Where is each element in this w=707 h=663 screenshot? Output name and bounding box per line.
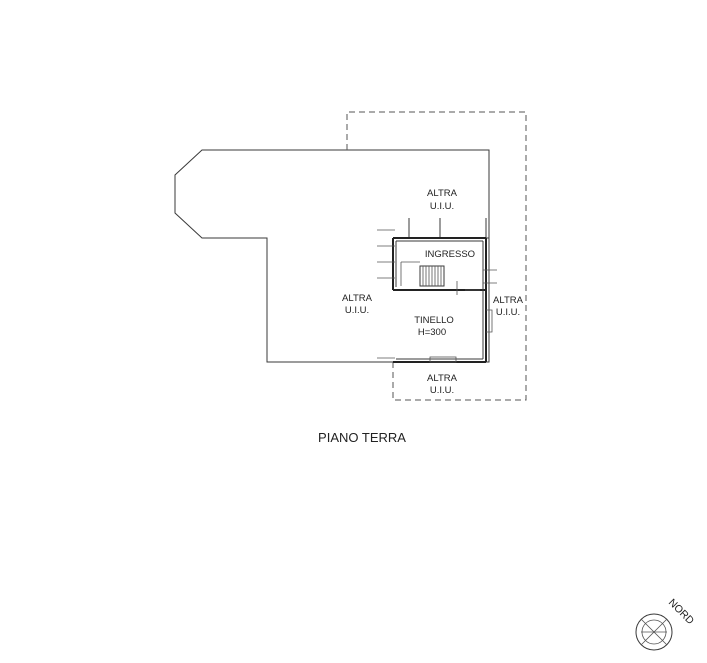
label-uiu-right: U.I.U. (496, 307, 520, 318)
door-marks-left (377, 229, 497, 363)
label-height: H=300 (418, 327, 446, 338)
label-altra-top: ALTRA (427, 188, 458, 199)
partition-top (408, 218, 489, 239)
plan-title: PIANO TERRA (318, 430, 406, 445)
label-altra-left: ALTRA (342, 293, 373, 304)
building-outline (174, 149, 490, 363)
inner-walls (395, 240, 484, 360)
unit-walls (392, 237, 487, 363)
label-altra-bottom: ALTRA (427, 373, 458, 384)
label-ingresso: INGRESSO (425, 249, 475, 260)
label-uiu-left: U.I.U. (345, 305, 369, 316)
label-uiu-top: U.I.U. (430, 201, 454, 212)
stair (400, 261, 445, 287)
label-tinello: TINELLO (414, 315, 454, 326)
label-altra-right: ALTRA (493, 295, 524, 306)
north-label: NORD (666, 597, 697, 628)
north-compass-icon: NORD (635, 597, 697, 651)
adjacent-boundary (346, 111, 527, 401)
label-uiu-bottom: U.I.U. (430, 385, 454, 396)
